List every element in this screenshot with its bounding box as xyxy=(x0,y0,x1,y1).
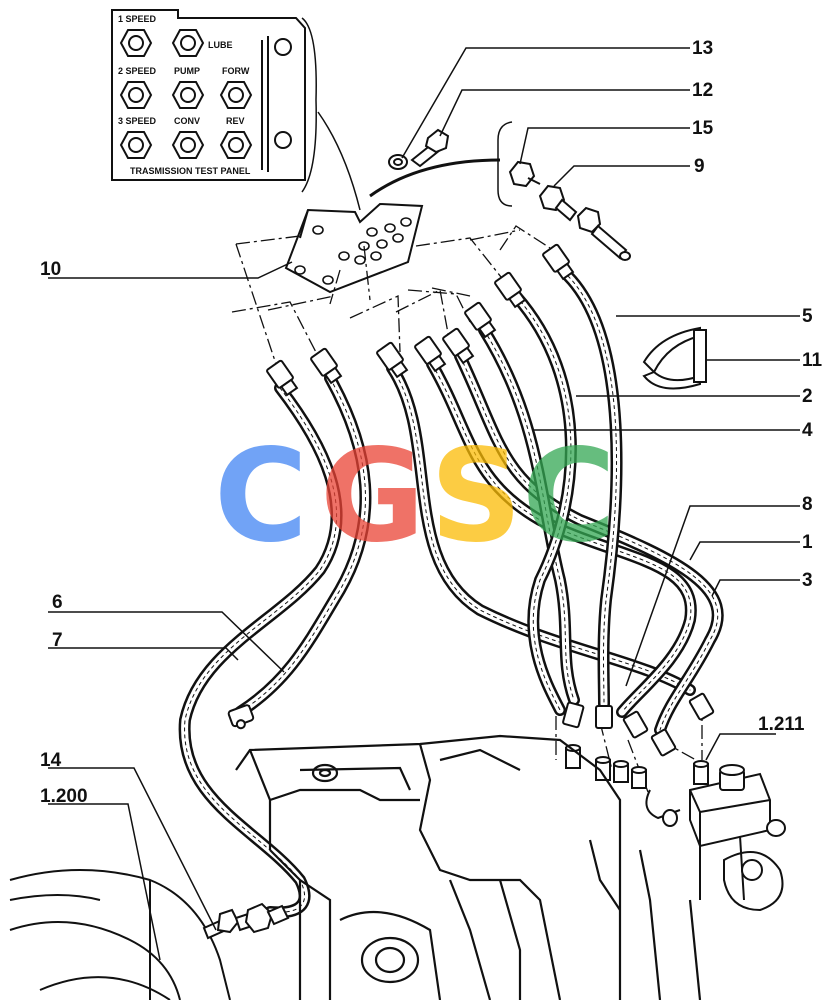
callout-8: 8 xyxy=(802,494,813,515)
top-hose-fittings xyxy=(266,243,575,397)
watermark-letter-1: C xyxy=(214,422,308,571)
fitting-9 xyxy=(538,184,631,261)
hose-1 xyxy=(426,358,697,718)
callout-6: 6 xyxy=(52,592,63,613)
callout-4: 4 xyxy=(802,420,813,441)
fitting-15 xyxy=(508,160,541,188)
callout-7: 7 xyxy=(52,630,63,651)
bottom-hose-fittings xyxy=(227,692,715,757)
label-forw: FORW xyxy=(222,66,250,76)
transmission-housing xyxy=(235,734,702,1001)
callout-1-200: 1.200 xyxy=(40,786,88,807)
callout-5: 5 xyxy=(802,306,813,327)
flywheel-housing xyxy=(9,869,231,1001)
hose-3 xyxy=(454,350,724,736)
label-1-speed: 1 SPEED xyxy=(118,14,157,24)
watermark-letter-4: C xyxy=(522,422,616,571)
transmission-test-panel xyxy=(111,9,317,193)
callout-11: 11 xyxy=(802,350,823,371)
callout-13: 13 xyxy=(692,38,713,59)
callout-leaders xyxy=(48,47,800,961)
valve-1-211 xyxy=(645,760,786,912)
panel-title: TRASMISSION TEST PANEL xyxy=(130,166,251,176)
callout-10: 10 xyxy=(40,259,61,280)
callout-3: 3 xyxy=(802,570,813,591)
bracket-15-9 xyxy=(497,121,513,207)
cgsc-watermark: C G S C xyxy=(214,422,616,571)
hose-2 xyxy=(510,290,577,716)
callout-15: 15 xyxy=(692,118,714,139)
callout-12: 12 xyxy=(692,80,713,101)
callout-14: 14 xyxy=(40,750,62,771)
watermark-letter-3: S xyxy=(430,422,522,571)
transmission-ports xyxy=(565,744,647,789)
test-coupler-14 xyxy=(202,902,290,940)
callout-numbers: 13 12 15 9 10 5 11 2 4 8 1 3 6 7 1.211 1… xyxy=(40,38,823,807)
manifold-block xyxy=(284,202,424,294)
panel-labels: 1 SPEED LUBE 2 SPEED PUMP FORW 3 SPEED C… xyxy=(118,14,251,176)
inset-leader xyxy=(317,111,361,211)
bolt-12 xyxy=(410,128,450,168)
hose-6 xyxy=(234,372,372,718)
label-pump: PUMP xyxy=(174,66,200,76)
callout-1: 1 xyxy=(802,532,813,553)
callout-1-211: 1.211 xyxy=(758,714,805,735)
label-lube: LUBE xyxy=(208,40,233,50)
label-3-speed: 3 SPEED xyxy=(118,116,157,126)
label-conv: CONV xyxy=(174,116,200,126)
hose-8 xyxy=(386,362,696,696)
callout-2: 2 xyxy=(802,386,813,407)
watermark-letter-2: G xyxy=(320,422,425,571)
label-rev: REV xyxy=(226,116,245,126)
panel-ports xyxy=(119,29,253,159)
hose-5 xyxy=(562,270,623,710)
hose-clamp-11 xyxy=(642,326,707,390)
label-2-speed: 2 SPEED xyxy=(118,66,157,76)
bolt-13 xyxy=(388,154,408,170)
callout-9: 9 xyxy=(694,156,705,177)
test-hose-lead xyxy=(369,158,501,198)
hose-group xyxy=(178,270,724,919)
